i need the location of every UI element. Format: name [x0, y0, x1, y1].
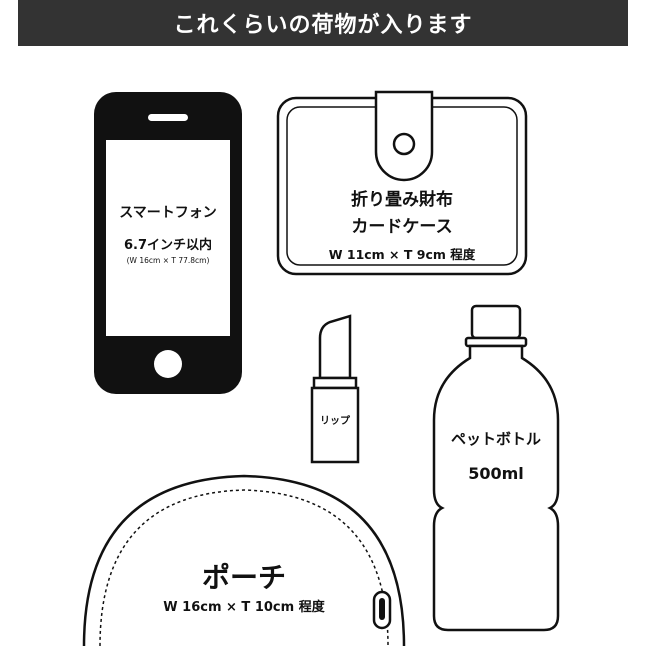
lipstick-name: リップ	[320, 416, 350, 427]
wallet-name-line2: カードケース	[351, 217, 453, 237]
header-banner: これくらいの荷物が入ります	[18, 0, 628, 46]
page-title: これくらいの荷物が入ります	[173, 13, 473, 38]
wallet-dims: W 11cm × T 9cm 程度	[328, 247, 476, 262]
bottle-name: ペットボトル	[450, 430, 541, 448]
smartphone-name: スマートフォン	[119, 205, 217, 221]
wallet-name-line1: 折り畳み財布	[351, 190, 453, 210]
home-button-icon	[154, 350, 182, 378]
pouch-dims: W 16cm × T 10cm 程度	[163, 600, 325, 615]
smartphone-size: 6.7インチ以内	[123, 238, 213, 253]
zipper-pull-icon	[372, 590, 392, 630]
pouch-name: ポーチ	[201, 561, 286, 594]
bottle-volume: 500ml	[468, 464, 524, 483]
bottle-illustration	[432, 304, 560, 632]
wallet-illustration	[276, 90, 528, 276]
lipstick-illustration	[310, 314, 360, 464]
smartphone-illustration	[94, 92, 242, 394]
smartphone-dims: (W 16cm × T 77.8cm)	[126, 256, 210, 265]
pouch-illustration	[82, 474, 406, 646]
snap-button-icon	[392, 132, 416, 156]
